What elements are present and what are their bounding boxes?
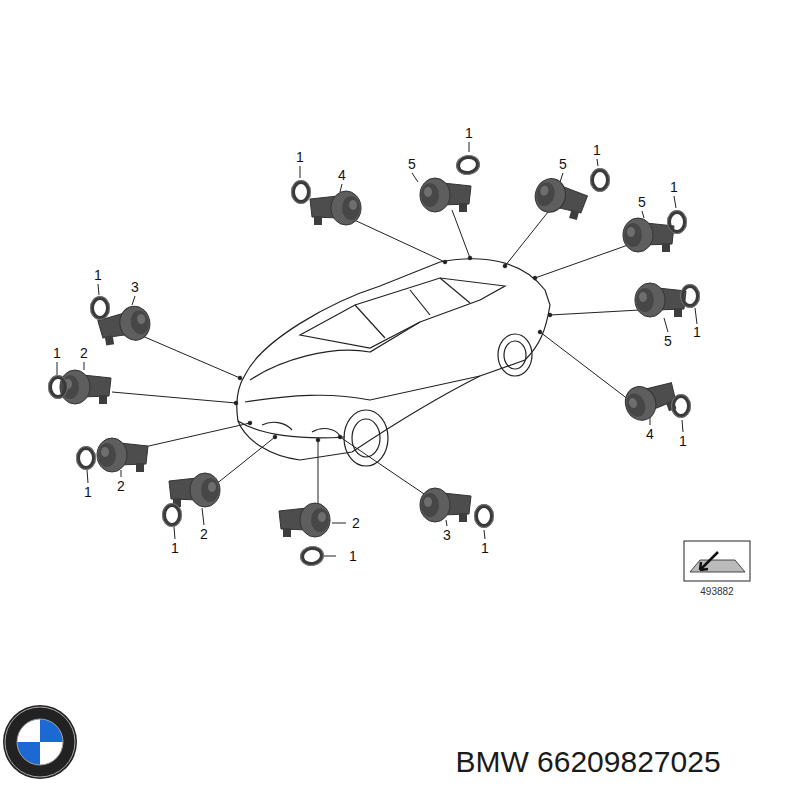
diagram-number: 493882: [700, 587, 733, 597]
callout-number: 1: [693, 325, 701, 339]
callout-number: 5: [638, 195, 646, 209]
leader-lines: [57, 142, 697, 556]
callout-number: 1: [84, 485, 92, 499]
callout-number: 1: [53, 346, 61, 360]
sensors: [60, 175, 686, 537]
callout-number: 2: [352, 516, 360, 530]
callout-number: 1: [94, 268, 102, 282]
view-icon: [684, 541, 750, 581]
callout-number: 1: [670, 180, 678, 194]
callout-number: 1: [171, 541, 179, 555]
callout-number: 5: [664, 334, 672, 348]
callout-number: 4: [338, 168, 346, 182]
callout-number: 2: [200, 527, 208, 541]
callout-number: 1: [593, 143, 601, 157]
callout-number: 3: [443, 528, 451, 542]
callout-number: 1: [679, 434, 687, 448]
callout-number: 1: [296, 150, 304, 164]
rings: [49, 154, 700, 568]
part-number: BMW 66209827025: [455, 747, 720, 777]
callout-number: 5: [408, 157, 416, 171]
callout-number: 3: [131, 280, 139, 294]
callout-number: 5: [559, 157, 567, 171]
callout-number: 2: [80, 346, 88, 360]
callout-number: 1: [481, 541, 489, 555]
callout-number: 4: [646, 427, 654, 441]
bmw-logo: [3, 705, 77, 779]
callout-number: 1: [349, 549, 357, 563]
callout-number: 2: [117, 479, 125, 493]
callout-number: 1: [465, 126, 473, 140]
car-outline: [237, 259, 550, 466]
